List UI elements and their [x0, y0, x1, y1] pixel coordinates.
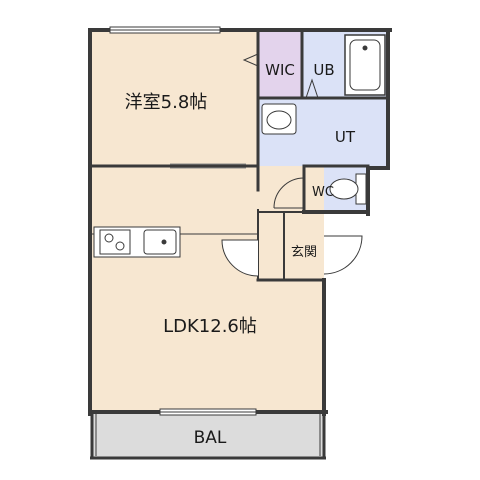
- ldk-floor: [92, 166, 324, 412]
- ut-label: UT: [335, 128, 356, 146]
- wic-floor: [258, 30, 302, 98]
- ldk-label: LDK12.6帖: [163, 316, 257, 337]
- balcony-floor: [92, 414, 324, 458]
- sink-icon: [143, 229, 177, 255]
- ub-label: UB: [313, 61, 334, 79]
- doors: [170, 53, 363, 277]
- balcony-label: BAL: [194, 428, 227, 448]
- walls: [88, 28, 392, 416]
- western-room-label: 洋室5.8帖: [125, 92, 208, 113]
- stove-icon: [99, 229, 131, 255]
- toilet-icon: [329, 173, 367, 205]
- entrance-door-swing: [323, 235, 363, 275]
- wc-label: WC: [312, 185, 334, 200]
- bathtub-icon: [344, 34, 386, 96]
- entrance-label: 玄関: [291, 245, 317, 260]
- western-room-floor: [92, 30, 258, 165]
- balcony-railing: [90, 414, 326, 460]
- washbasin-icon: [261, 103, 297, 135]
- wc-door-swing: [273, 177, 305, 209]
- ldk-door-swing: [221, 239, 259, 277]
- windows: [109, 26, 257, 416]
- wic-label: WIC: [265, 61, 295, 79]
- kitchen-counter: [93, 226, 181, 258]
